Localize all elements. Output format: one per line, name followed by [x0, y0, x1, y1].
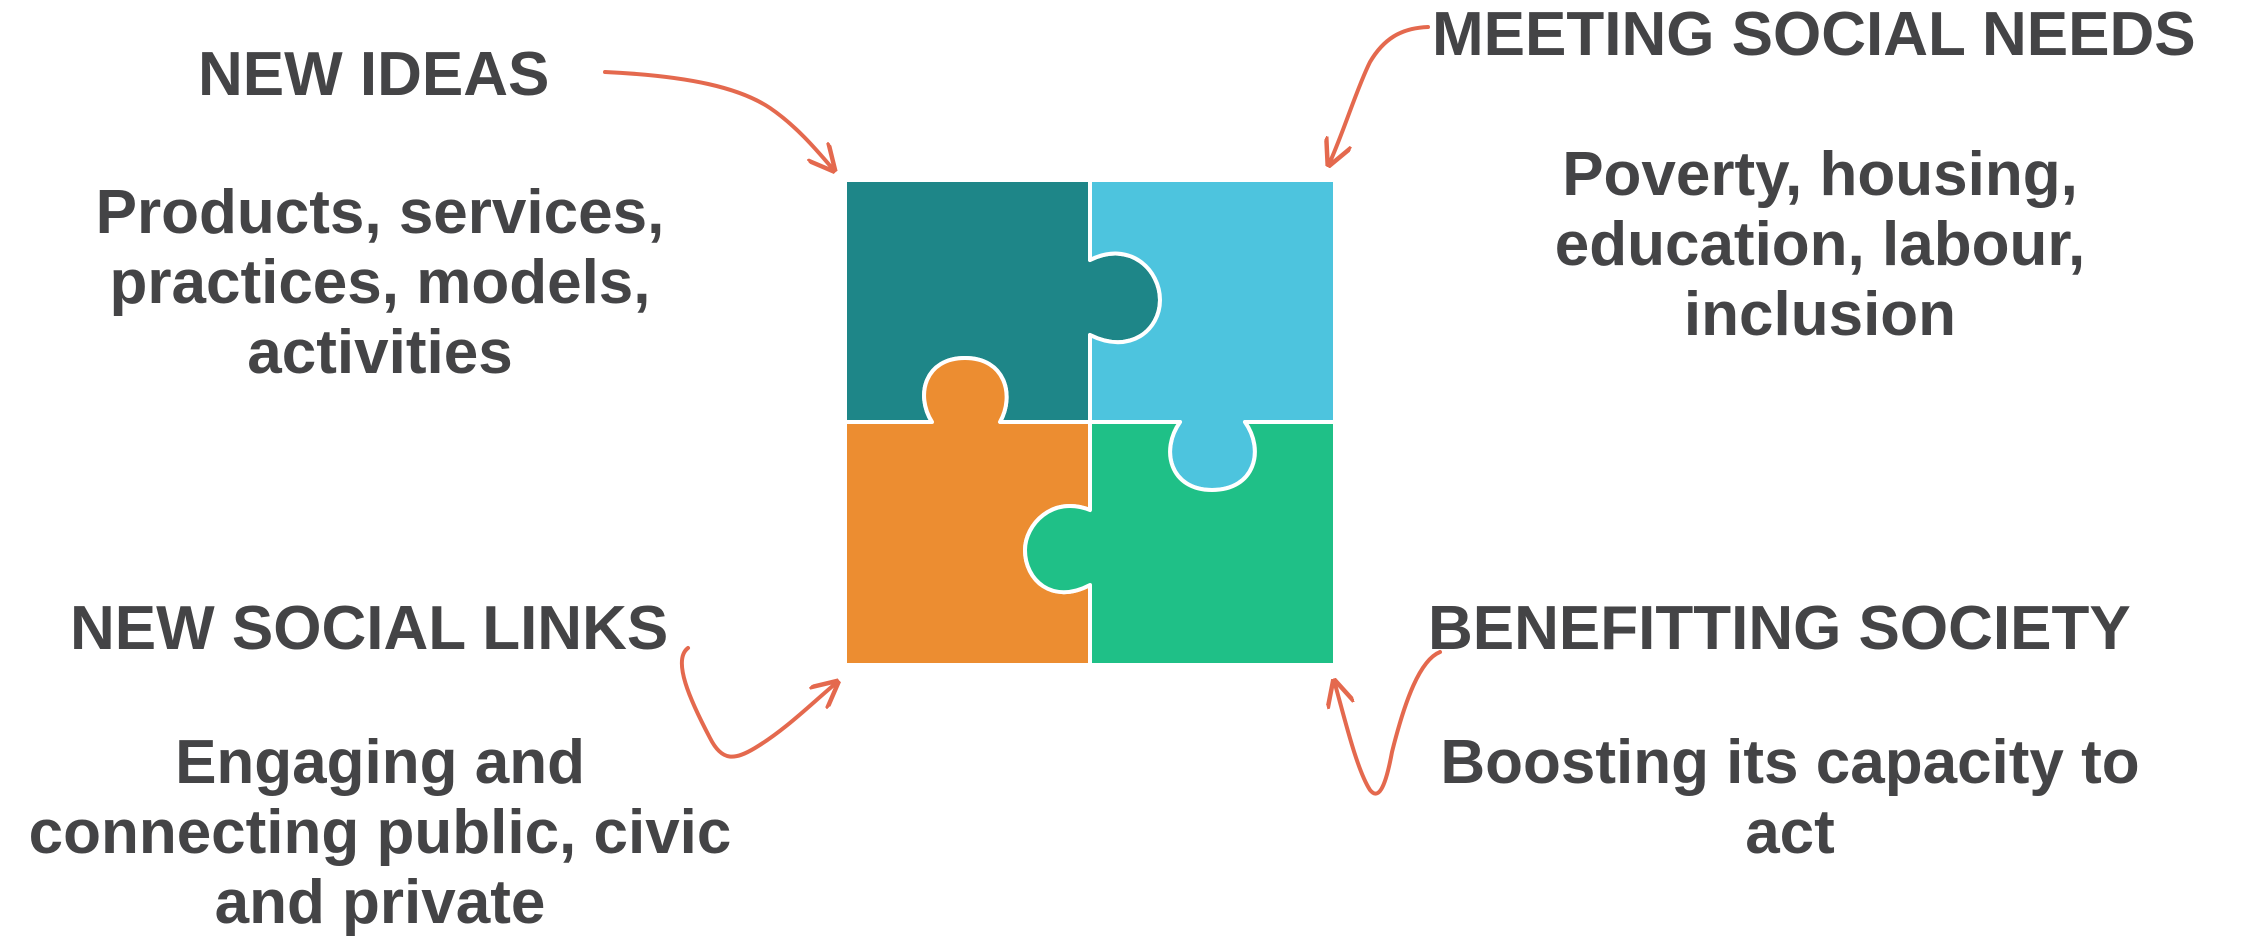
description-line: Poverty, housing,	[1562, 140, 2078, 209]
new-social-links-description: Engaging and connecting public, civic an…	[0, 728, 760, 938]
curved-arrow-icon	[1330, 25, 1430, 162]
curved-arrow-icon	[679, 646, 835, 759]
meeting-social-needs-heading: MEETING SOCIAL NEEDS	[1432, 0, 2196, 69]
description-line: Engaging and	[175, 728, 585, 797]
description-line: inclusion	[1683, 280, 1957, 349]
puzzle-piece-bottom-right	[1023, 420, 1337, 667]
description-line: Products, services,	[95, 178, 665, 247]
description-line: education, labour,	[1554, 210, 2086, 279]
meeting-social-needs-description: Poverty, housing, education, labour, inc…	[1470, 140, 2170, 350]
new-ideas-heading: NEW IDEAS	[198, 40, 550, 109]
benefitting-society-description: Boosting its capacity to act	[1410, 728, 2170, 868]
new-ideas-description: Products, services, practices, models, a…	[30, 178, 730, 388]
new-social-links-heading: NEW SOCIAL LINKS	[70, 594, 669, 663]
description-line: practices, models,	[109, 248, 651, 317]
description-line: connecting public, civic	[28, 798, 732, 867]
puzzle-icon	[843, 178, 1337, 667]
benefitting-society-heading: BENEFITTING SOCIETY	[1428, 594, 2131, 663]
curved-arrow-icon	[603, 70, 832, 168]
curved-arrow-icon	[1335, 650, 1442, 796]
description-line: and private	[214, 868, 546, 937]
description-line: act	[1745, 798, 1835, 867]
description-line: Boosting its capacity to	[1440, 728, 2140, 797]
description-line: activities	[247, 318, 513, 387]
